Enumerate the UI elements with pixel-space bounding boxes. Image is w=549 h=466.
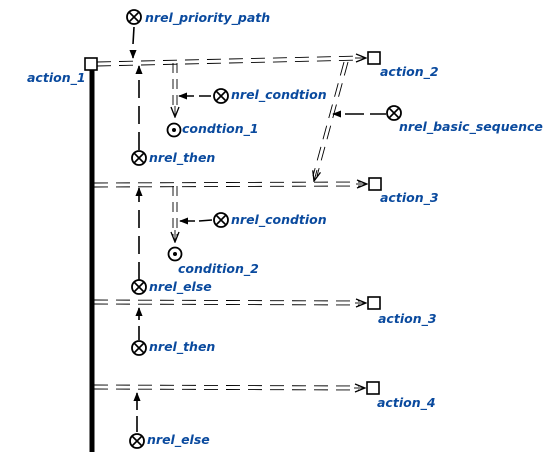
action-3-node-b[interactable] bbox=[367, 296, 381, 310]
nrel-basic-sequence-node[interactable] bbox=[386, 105, 402, 121]
action-4-node[interactable] bbox=[366, 381, 380, 395]
nrel-condtion-1-node[interactable] bbox=[213, 88, 229, 104]
arrow-condtion-2 bbox=[180, 220, 213, 221]
condtion-1-node[interactable] bbox=[166, 122, 182, 138]
nrel-priority-path-node[interactable] bbox=[126, 9, 142, 25]
action-1-label: action_1 bbox=[27, 70, 86, 86]
nrel-else-2-node[interactable] bbox=[129, 433, 145, 449]
nrel-then-1-label: nrel_then bbox=[149, 150, 215, 166]
action-2-label: action_2 bbox=[380, 64, 439, 80]
arc-sequence-link bbox=[312, 61, 349, 177]
action-2-node[interactable] bbox=[367, 51, 381, 65]
nrel-then-1-node[interactable] bbox=[131, 150, 147, 166]
arc-bus-action3a bbox=[93, 181, 363, 188]
nrel-condtion-2-node[interactable] bbox=[213, 212, 229, 228]
nrel-basic-sequence-label: nrel_basic_sequence bbox=[399, 119, 543, 135]
action-3-label-b: action_3 bbox=[378, 311, 437, 327]
nrel-then-2-label: nrel_then bbox=[149, 339, 215, 355]
arc-cond-1 bbox=[172, 63, 178, 113]
arc-action1-action2 bbox=[96, 55, 363, 67]
action-1-node[interactable] bbox=[84, 57, 98, 71]
condition-2-node[interactable] bbox=[167, 246, 183, 262]
nrel-condtion-2-label: nrel_condtion bbox=[231, 212, 327, 228]
arc-bus-action4 bbox=[93, 384, 361, 391]
nrel-else-1-label: nrel_else bbox=[149, 279, 212, 295]
action-4-label: action_4 bbox=[377, 395, 436, 411]
condtion-1-label: condtion_1 bbox=[182, 121, 259, 137]
arrow-priority-path bbox=[133, 26, 134, 58]
arc-sequence-link-head bbox=[314, 169, 317, 181]
action-3-node-a[interactable] bbox=[368, 177, 382, 191]
nrel-else-1-node[interactable] bbox=[131, 279, 147, 295]
nrel-priority-path-label: nrel_priority_path bbox=[145, 10, 270, 26]
arc-bus-action3b bbox=[93, 299, 362, 306]
nrel-else-2-label: nrel_else bbox=[147, 432, 210, 448]
nrel-condtion-1-label: nrel_condtion bbox=[231, 87, 327, 103]
arc-cond-2 bbox=[172, 186, 178, 237]
nrel-then-2-node[interactable] bbox=[131, 340, 147, 356]
condition-2-label: condition_2 bbox=[178, 261, 259, 277]
action-3-label-a: action_3 bbox=[380, 190, 439, 206]
